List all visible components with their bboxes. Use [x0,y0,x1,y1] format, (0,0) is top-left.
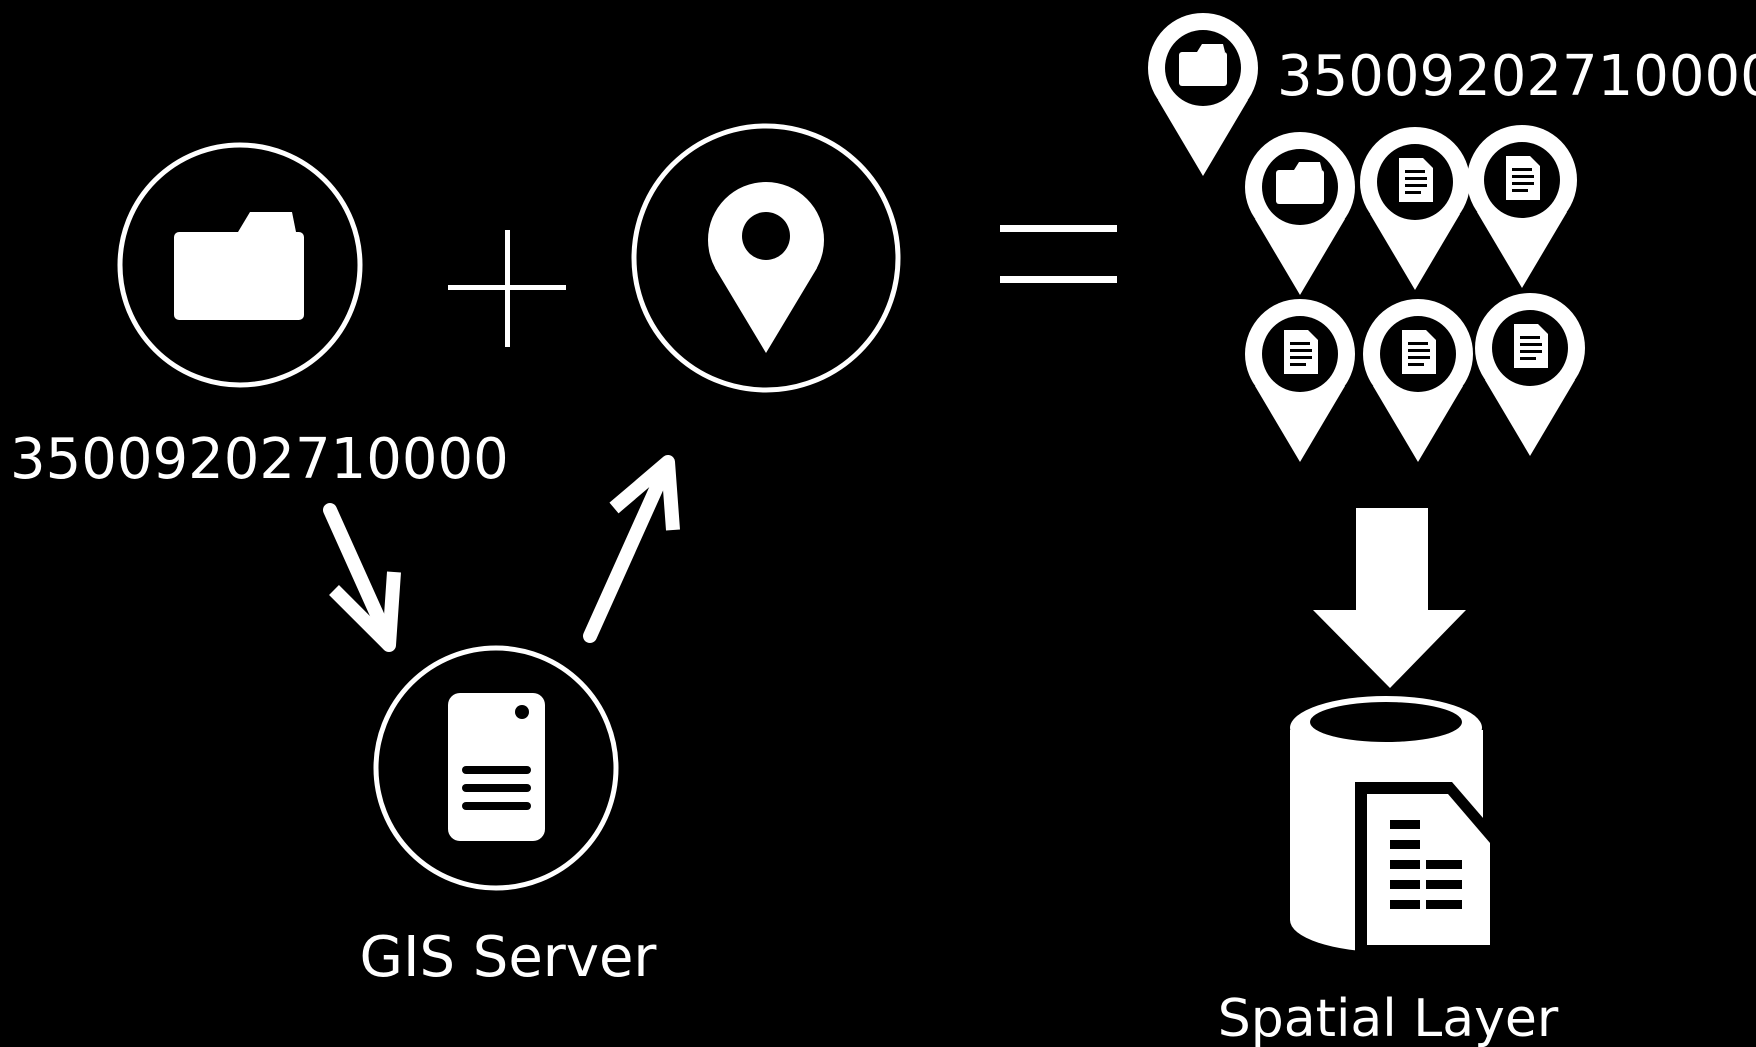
source-node [117,142,363,388]
server-node [373,645,619,891]
map-pin-icon [708,182,824,353]
database-icon [1290,696,1502,955]
pin-folder-icon [1245,132,1355,295]
arrow-to-server [323,503,401,652]
spreadsheet-icon [1355,782,1502,955]
down-arrow [1313,508,1466,688]
pin-document-icon [1245,299,1355,462]
pin-document-icon [1475,293,1585,456]
result-id-label: 35009202710000 [1277,44,1756,109]
equals-operator [1000,225,1117,283]
folder-icon [174,212,304,320]
pin-document-icon [1467,125,1577,288]
output-label: Spatial Layer [1218,989,1559,1047]
folder-pin-icon [1148,13,1258,176]
pin-document-icon [1360,127,1470,290]
arrow-from-server [583,455,680,643]
server-label: GIS Server [360,925,658,990]
server-icon [448,693,545,841]
location-node [631,123,901,393]
pin-grid [1245,125,1585,462]
plus-operator [448,230,566,347]
pin-document-icon [1363,299,1473,462]
source-id-label: 35009202710000 [10,427,509,492]
